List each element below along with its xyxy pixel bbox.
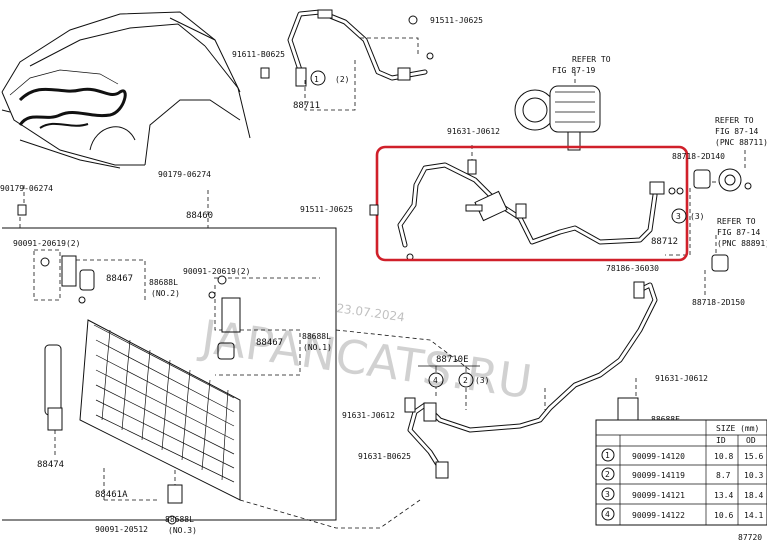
label-no1: (NO.1)	[303, 343, 332, 352]
size-row-2-num: 2	[605, 470, 610, 479]
size-row-1-num: 1	[605, 451, 610, 460]
label-88718-b: 88718-2D150	[692, 298, 745, 307]
pipe-88710e	[404, 281, 658, 479]
label-88710e: 88710E	[436, 355, 469, 365]
label-88711: 88711	[293, 101, 320, 111]
label-88688l-c: 88688L	[165, 515, 194, 524]
size-table	[595, 419, 767, 526]
condenser-group	[2, 185, 471, 529]
callout-3-a: 3	[676, 212, 681, 221]
label-88688l-b: 88688L	[302, 332, 331, 341]
label-90091-a: 90091-20619(2)	[13, 239, 80, 248]
label-88712: 88712	[651, 237, 678, 247]
refer-87-14-a-line1: REFER TO	[715, 116, 754, 125]
size-row-1-part: 90099-14120	[632, 452, 685, 461]
refer-87-14-b-line3: (PNC 88891)	[717, 239, 767, 248]
car-sketch	[1, 11, 251, 169]
watermark-date: 23.07.2024	[336, 301, 406, 324]
callout-2-note: (3)	[475, 376, 489, 385]
label-90091-b: 90091-20619(2)	[183, 267, 250, 276]
watermark-text: JAPANCATS.RU	[195, 309, 535, 409]
label-88460: 88460	[186, 211, 213, 221]
size-row-1-od: 15.6	[744, 452, 763, 461]
size-row-4-part: 90099-14122	[632, 511, 685, 520]
label-90179: 90179-06274	[158, 170, 211, 179]
size-row-3-part: 90099-14121	[632, 491, 685, 500]
callout-2-b: 2	[463, 376, 468, 385]
label-88688l-a: 88688L	[149, 278, 178, 287]
label-91511-top: 91511-J0625	[430, 16, 483, 25]
refer-87-14-a-line2: FIG 87-14	[715, 127, 759, 136]
callout-2-note: (2)	[335, 75, 349, 84]
label-91631-left: 91631-J0612	[342, 411, 395, 420]
label-88718-a: 88718-2D140	[672, 152, 725, 161]
callout-3-note: (3)	[690, 212, 704, 221]
refer-fig-87-19-line2: FIG 87-19	[552, 66, 596, 75]
refer-87-14-a-line3: (PNC 88711)	[715, 138, 767, 147]
label-78186: 78186-36030	[606, 264, 659, 273]
size-table-header-od: OD	[746, 436, 756, 445]
label-91511-mid: 91511-J0625	[300, 205, 353, 214]
label-88467-a: 88467	[106, 274, 133, 284]
hose-88711	[287, 9, 434, 111]
size-row-3-num: 3	[605, 490, 610, 499]
label-88467-b: 88467	[256, 338, 283, 348]
label-no3: (NO.3)	[168, 526, 197, 535]
compressor	[514, 72, 601, 151]
size-row-2-od: 10.3	[744, 471, 763, 480]
label-91631-b0625: 91631-B0625	[358, 452, 411, 461]
right-fittings	[693, 150, 752, 295]
label-91631-top: 91631-J0612	[447, 127, 500, 136]
label-90091-c: 90091-20512	[95, 525, 148, 534]
label-90179-left: 90179-06274	[0, 184, 53, 193]
label-91631-right: 91631-J0612	[655, 374, 708, 383]
size-row-2-part: 90099-14119	[632, 471, 685, 480]
label-88474: 88474	[37, 460, 64, 470]
size-row-1-id: 10.8	[714, 452, 733, 461]
figure-number: 87720	[738, 533, 762, 542]
hose-88712	[397, 145, 691, 261]
size-row-4-id: 10.6	[714, 511, 733, 520]
refer-87-14-b-line2: FIG 87-14	[717, 228, 761, 237]
label-no2: (NO.2)	[151, 289, 180, 298]
refer-87-14-b-line1: REFER TO	[717, 217, 756, 226]
label-88461a: 88461A	[95, 490, 128, 500]
callout-1-a: 1	[314, 75, 319, 84]
size-row-2-id: 8.7	[716, 471, 731, 480]
size-row-4-num: 4	[605, 510, 610, 519]
size-table-header-id: ID	[716, 436, 726, 445]
size-row-4-od: 14.1	[744, 511, 763, 520]
highlight-box	[375, 145, 689, 262]
callout-4-a: 4	[433, 376, 438, 385]
size-row-3-od: 18.4	[744, 491, 763, 500]
label-91611: 91611-B0625	[232, 50, 285, 59]
size-row-3-id: 13.4	[714, 491, 733, 500]
refer-fig-87-19-line1: REFER TO	[572, 55, 611, 64]
size-table-title: SIZE (mm)	[716, 424, 759, 433]
